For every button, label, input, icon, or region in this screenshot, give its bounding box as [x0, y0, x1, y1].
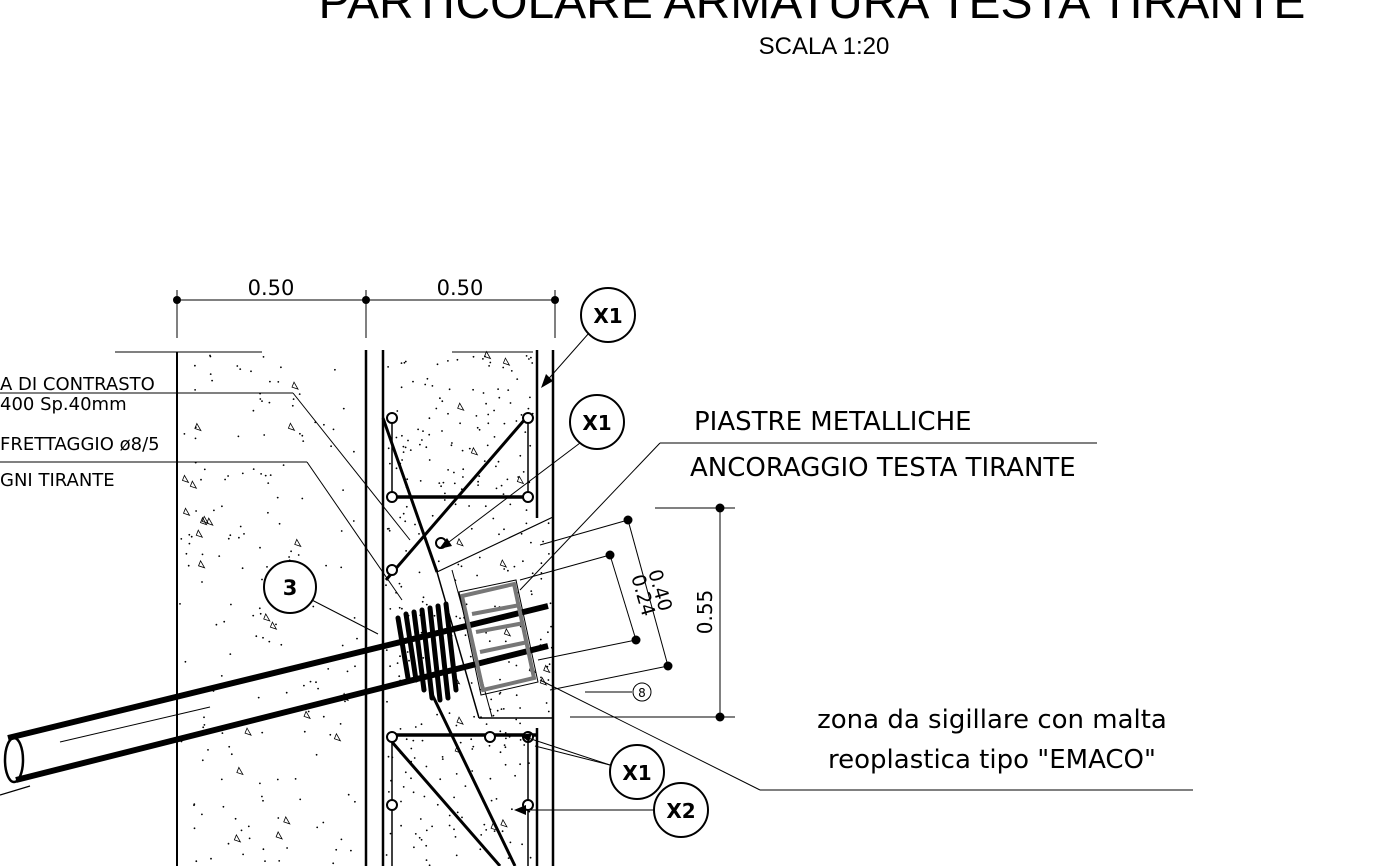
drawing-scale: SCALA 1:20	[759, 33, 890, 60]
dimension-anchor-zone: 0.55	[693, 590, 717, 635]
callout-x2-bottom: X2	[653, 782, 709, 838]
rebar-section-dots	[386, 412, 534, 811]
label-seal-mortar: reoplastica tipo "EMACO"	[828, 745, 1156, 775]
label-contrast-plate-thickness: 400 Sp.40mm	[0, 394, 127, 415]
svg-text:X1: X1	[622, 761, 651, 785]
label-hooping: FRETTAGGIO ø8/5	[0, 434, 160, 455]
label-anchor-head: ANCORAGGIO TESTA TIRANTE	[690, 453, 1076, 483]
leader-arrowheads	[439, 374, 553, 815]
anchor-plates	[459, 581, 537, 693]
label-seal-zone: zona da sigillare con malta	[817, 705, 1167, 735]
label-per-tie: GNI TIRANTE	[0, 470, 115, 491]
callout-x1-bottom: X1	[609, 744, 665, 800]
dimension-width-left: 0.50	[248, 276, 295, 300]
hooping-spiral	[395, 601, 459, 703]
dimension-ticks	[173, 296, 725, 722]
svg-text:X1: X1	[582, 411, 611, 435]
callout-x1-top: X1	[580, 287, 636, 343]
svg-text:X2: X2	[666, 799, 695, 823]
callout-mark-8: 8	[632, 682, 652, 702]
leader-lines	[0, 332, 1193, 811]
callout-mark-3: 3	[263, 560, 317, 614]
tie-rod	[0, 603, 549, 796]
anchor-plate-outline	[458, 579, 539, 696]
label-contrast-plate: A DI CONTRASTO	[0, 374, 155, 395]
callout-x1-middle: X1	[569, 394, 625, 450]
svg-text:8: 8	[638, 686, 646, 700]
wall-section	[115, 350, 555, 866]
svg-text:X1: X1	[593, 304, 622, 328]
dimension-width-right: 0.50	[437, 276, 484, 300]
label-metal-plates: PIASTRE METALLICHE	[694, 407, 972, 437]
drawing-title: PARTICOLARE ARMATURA TESTA TIRANTE	[319, 0, 1306, 29]
svg-text:3: 3	[283, 576, 298, 600]
